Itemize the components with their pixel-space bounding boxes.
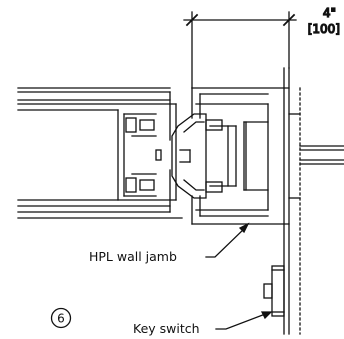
dimension-imperial: 4" xyxy=(323,6,336,20)
key-switch xyxy=(263,265,285,317)
dimension-line xyxy=(183,11,297,89)
door-edge-channel xyxy=(117,91,177,213)
leader-switch xyxy=(215,311,273,330)
seal-gasket xyxy=(171,113,207,199)
label-key-switch: Key switch xyxy=(133,321,200,336)
detail-number: 6 xyxy=(57,312,65,326)
detail-number-circle xyxy=(50,307,72,329)
leader-jamb xyxy=(205,222,250,258)
door-frame-bottom xyxy=(17,199,183,219)
door-frame-top xyxy=(17,87,177,111)
wall-jamb xyxy=(191,87,290,225)
label-hpl-wall-jamb: HPL wall jamb xyxy=(89,249,177,264)
wall-structure xyxy=(283,67,344,335)
dimension-metric: [100] xyxy=(308,22,340,36)
